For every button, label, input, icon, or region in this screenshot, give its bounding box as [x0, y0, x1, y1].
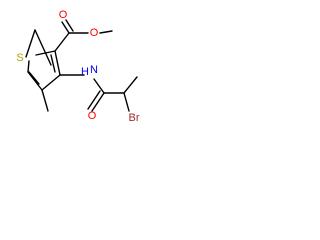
bond-c3-c4: [41, 74, 61, 91]
bond-c4-c5: [27, 71, 43, 91]
bond-c2-c3: [54, 50, 61, 76]
bromine-atom-label: Br: [129, 112, 140, 124]
amide-nitrogen-label: N: [90, 64, 98, 76]
bond-c4-methyl: [41, 89, 49, 112]
sulfur-atom-label: S: [16, 52, 23, 64]
bond-chbr-methyl: [123, 76, 138, 94]
bond-c5-s: [27, 60, 30, 73]
bond-amide-c-o-double-2: [87, 90, 101, 110]
bond-c5-c4: [34, 29, 52, 66]
bond-s-c2: [35, 50, 56, 56]
bond-c2-carbonyl: [54, 32, 70, 52]
molecule-structure-diagram: S O O N H O Br: [16, 9, 140, 124]
bond-n-carbonyl: [93, 78, 105, 94]
bond-s-c5: [25, 29, 36, 58]
bond-ether-o-methyl: [99, 30, 113, 34]
ester-carbonyl-oxygen-label: O: [59, 9, 68, 21]
amide-hydrogen-label: H: [81, 66, 89, 78]
bond-c2-c3-double: [50, 54, 56, 73]
amide-carbonyl-oxygen-label: O: [88, 110, 97, 122]
bond-amide-c-o-double-1: [91, 92, 105, 112]
bond-carbonyl-o-double-2: [65, 19, 74, 32]
bond-chbr-br: [123, 92, 130, 112]
ester-ether-oxygen-label: O: [90, 27, 99, 39]
bond-carbonyl-o-double-1: [61, 21, 70, 34]
bond-c4-c5-double: [28, 71, 40, 85]
